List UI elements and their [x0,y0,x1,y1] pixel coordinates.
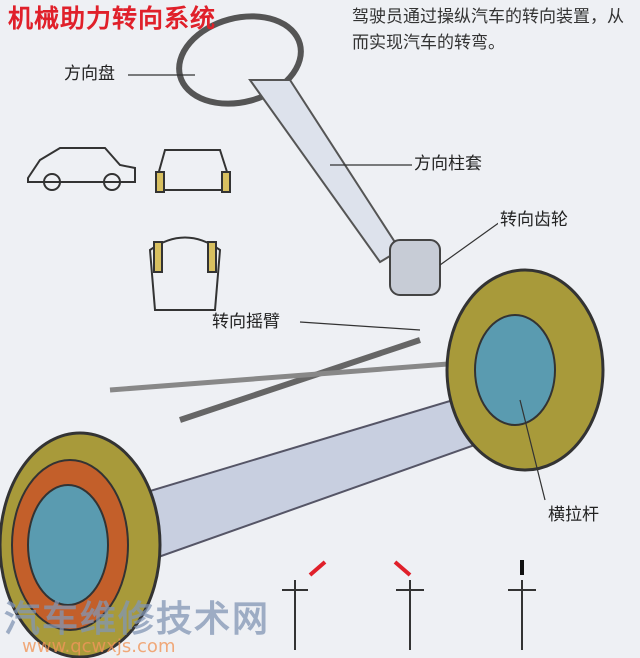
turn-diagrams [282,560,536,650]
leader-lines [128,74,546,501]
label-steering-wheel: 方向盘 [62,64,117,84]
diagram-description: 驾驶员通过操纵汽车的转向装置，从而实现汽车的转弯。 [352,7,624,53]
car-side-icon [27,147,136,191]
steering-wheel [176,13,304,107]
watermark-name: 汽车维修技术网 [4,599,271,640]
label-steering-gear: 转向齿轮 [498,210,570,230]
watermark-url: www.qcwxjs.com [22,636,176,657]
steering-column [248,79,402,264]
car-front-icon [155,149,231,193]
tie-rod [109,357,501,393]
steering-gear [389,239,441,296]
car-top-icon [148,236,222,311]
label-pitman-arm: 转向摇臂 [210,312,282,332]
right-hub [474,314,556,426]
left-hub [27,484,109,606]
label-steering-column: 方向柱套 [412,154,484,174]
drag-link [179,337,421,423]
diagram-title: 机械助力转向系统 [8,4,217,33]
label-tie-rod: 横拉杆 [546,505,601,525]
